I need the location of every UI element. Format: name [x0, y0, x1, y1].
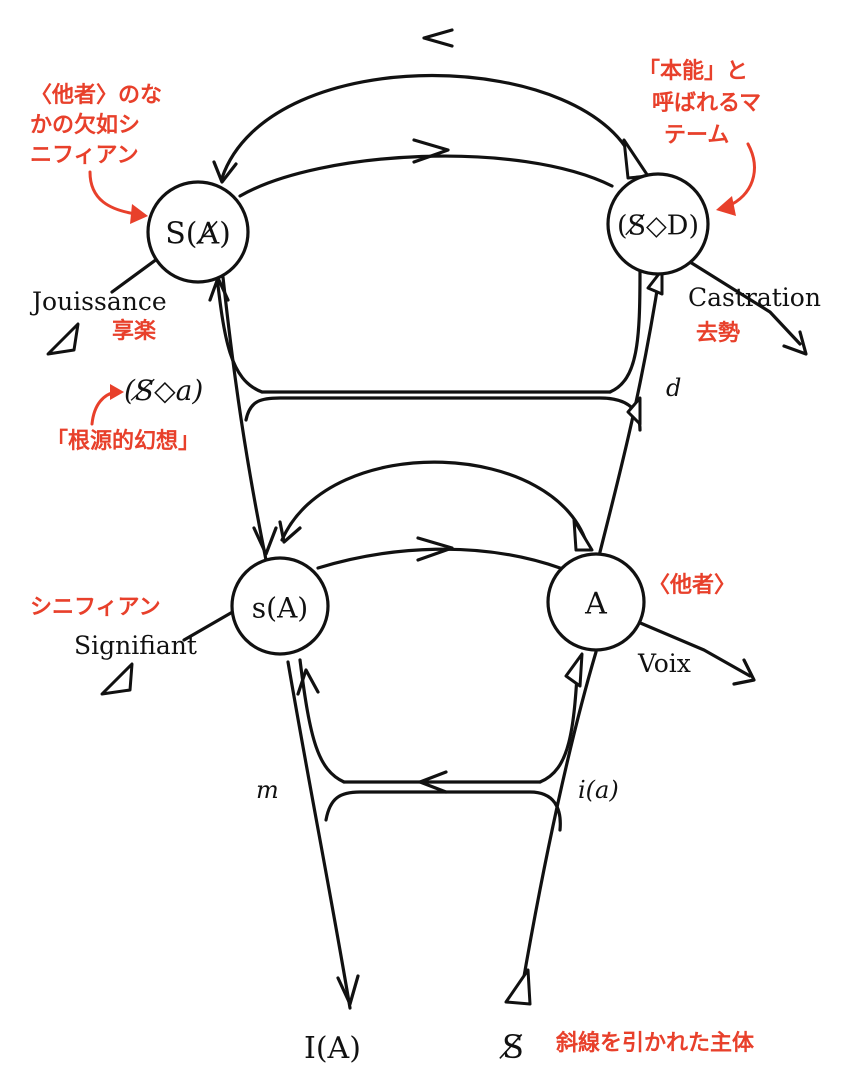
annotation-other: 〈他者〉 [648, 573, 736, 598]
right-rail-wedge-lower [626, 396, 642, 426]
annotation-lack-arrowhead [130, 204, 148, 224]
left-upper-rail [214, 266, 264, 394]
node-s-barred-a: S(A̸) [146, 180, 250, 284]
lower-channel [286, 650, 598, 1010]
node-big-a-label: A [584, 587, 607, 622]
i-small-a-label: i(a) [578, 776, 619, 804]
annotation-jouissance: 享楽 [112, 318, 157, 344]
lower-crossbar-top [244, 396, 642, 432]
annotation-drive-arrowhead [716, 196, 736, 216]
left-lower-rail [298, 658, 346, 784]
subject-mark: S̸ [499, 1028, 524, 1066]
drive-wedge [622, 138, 650, 180]
middle-crossbar-arrow [418, 770, 448, 794]
signifiant-wedge [100, 662, 134, 696]
jouissance-wedge [46, 322, 80, 356]
upper-outer-arrowhead-left [212, 160, 238, 184]
node-i-a-label: I(A) [304, 1031, 361, 1066]
annotation-drive-arrow [726, 142, 756, 208]
m-path [286, 660, 352, 1010]
lower-outer-arc [280, 460, 590, 550]
left-long-rail [220, 266, 268, 562]
upper-loop [212, 28, 650, 198]
subject-wedge [504, 968, 532, 1006]
castration-label: Castration [688, 283, 821, 312]
node-s-lozenge-d: (S̸◇D) [606, 172, 710, 276]
annotation-drive-1: 「本能」と [638, 58, 748, 84]
lower-right-wedge [564, 652, 584, 688]
voix-label: Voix [637, 649, 691, 678]
right-long-rail [596, 270, 662, 562]
node-s-barred-a-label: S(A̸) [165, 217, 231, 252]
left-long-rail-arrow [252, 526, 278, 556]
annotation-signifiant: シニフィアン [30, 595, 161, 620]
node-s-small-a: s(A) [230, 556, 330, 656]
left-lower-rail-arrow [296, 668, 320, 696]
voix-tangent [636, 620, 752, 678]
bottom-crossbar [324, 790, 562, 832]
annotation-lack-2: かの欠如シ [30, 112, 140, 138]
annotation-subject: 斜線を引かれた主体 [555, 1030, 755, 1056]
lower-loop [278, 460, 594, 570]
annotation-lack-arrow [88, 170, 138, 216]
signifiant-tangent [182, 608, 238, 642]
annotation-lack-3: ニフィアン [30, 143, 139, 168]
lower-inner-arc [316, 547, 562, 570]
lower-wedge [572, 518, 594, 552]
annotation-lack-1: 〈他者〉のな [30, 83, 162, 108]
m-path-arrow [336, 974, 360, 1006]
upper-outer-arc [220, 74, 638, 180]
annotation-drive-2: 呼ばれるマ [652, 91, 761, 116]
right-rail-wedge [646, 268, 664, 296]
signifiant-label: Signifiant [74, 631, 197, 660]
voix-arrow [732, 658, 756, 686]
annotation-castration: 去勢 [696, 320, 740, 346]
lower-outer-arrowhead [278, 520, 302, 544]
d-label: d [666, 374, 681, 402]
lower-inner-arrowhead [416, 536, 454, 562]
m-label: m [256, 776, 279, 804]
castration-arrow [782, 330, 808, 356]
annotation-drive-3: テーム [664, 123, 729, 148]
annotation-fantasy-arrowhead [110, 384, 124, 400]
node-s-small-a-label: s(A) [252, 592, 308, 625]
upper-channel [208, 266, 664, 562]
castration-tangent [688, 260, 802, 346]
upper-inner-arc [238, 154, 614, 198]
jouissance-label: Jouissance [29, 287, 167, 316]
upper-outer-arrowhead [422, 28, 454, 48]
fantasy-label: (S̸◇a) [124, 374, 203, 407]
ia-path [520, 650, 598, 990]
annotation-fantasy: 「根源的幻想」 [46, 428, 200, 454]
right-upper-rail [608, 268, 642, 394]
upper-inner-arrowhead [412, 138, 450, 164]
node-big-a: A [546, 552, 646, 652]
node-s-lozenge-d-label: (S̸◇D) [617, 211, 699, 242]
